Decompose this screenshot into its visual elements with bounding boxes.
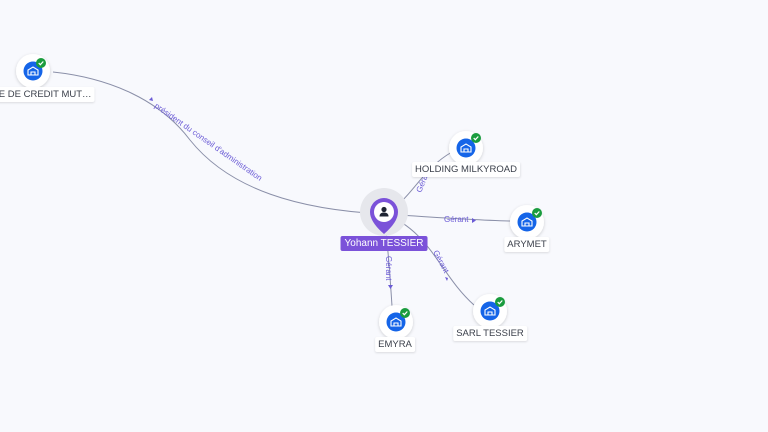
building-icon: [480, 301, 500, 321]
edge-label-tessier: Gérant: [431, 249, 451, 276]
verified-check-icon: [400, 308, 410, 318]
edge-caisse: [52, 71, 385, 215]
company-node-tessier[interactable]: [473, 294, 507, 328]
edge-label-emyra: Gérant: [384, 256, 393, 281]
arrow-emyra: [388, 285, 393, 289]
company-node-caisse[interactable]: [16, 54, 50, 88]
verified-check-icon: [532, 208, 542, 218]
company-label-milkyroad[interactable]: HOLDING MILKYROAD: [412, 162, 520, 177]
company-label-emyra[interactable]: EMYRA: [375, 337, 415, 352]
edge-label-arymet: Gérant: [444, 215, 469, 224]
verified-check-icon: [471, 133, 481, 143]
company-node-milkyroad[interactable]: [449, 131, 483, 165]
company-label-arymet[interactable]: ARYMET: [504, 237, 550, 252]
person-icon: [379, 206, 389, 217]
person-node-center[interactable]: [360, 188, 408, 236]
arrow-arymet: [472, 218, 476, 223]
arrow-caisse: [149, 97, 153, 101]
edge-label-caisse: président du conseil d'administration: [153, 101, 264, 182]
company-label-caisse[interactable]: SE DE CREDIT MUT…: [0, 87, 95, 102]
arrow-tessier: [445, 277, 448, 281]
company-label-tessier[interactable]: SARL TESSIER: [453, 326, 527, 341]
company-node-arymet[interactable]: [510, 205, 544, 239]
company-node-emyra[interactable]: [379, 305, 413, 339]
verified-check-icon: [495, 297, 505, 307]
building-icon: [456, 138, 476, 158]
verified-check-icon: [36, 58, 46, 68]
center-name-label[interactable]: Yohann TESSIER: [340, 236, 428, 251]
building-icon: [517, 212, 537, 232]
building-icon: [386, 312, 406, 332]
